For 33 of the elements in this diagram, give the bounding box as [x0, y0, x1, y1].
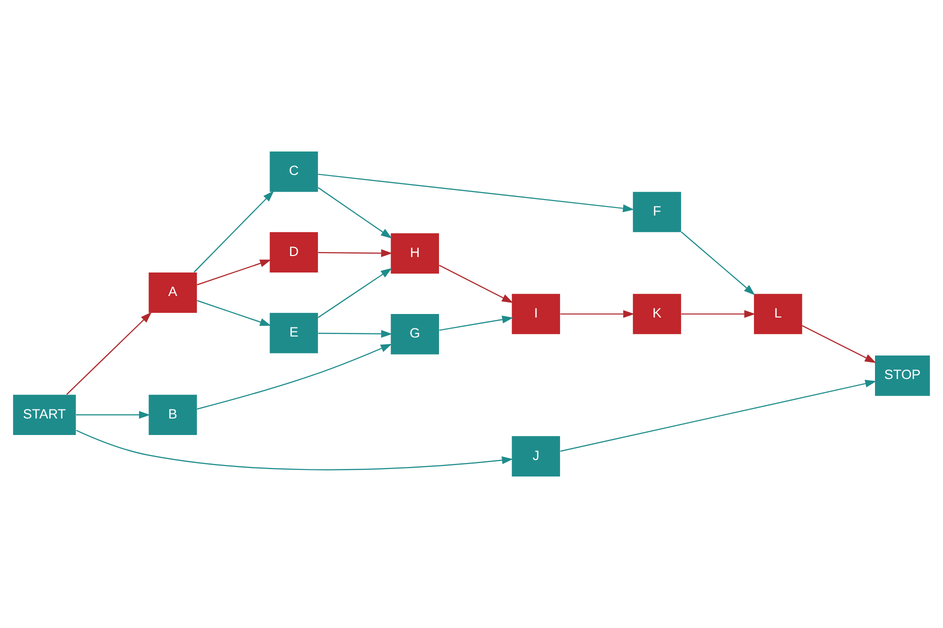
node-box: START	[13, 394, 76, 436]
node-box: I	[512, 294, 560, 334]
arrow	[196, 260, 272, 286]
arrow	[318, 268, 392, 318]
arrow	[439, 316, 514, 331]
arrow	[318, 249, 392, 258]
arrow	[681, 310, 756, 318]
node-box: L	[754, 294, 802, 334]
arrow	[802, 325, 876, 363]
node-box: C	[270, 151, 318, 192]
arrow	[438, 264, 514, 303]
arrow	[196, 344, 392, 410]
arrow	[318, 330, 392, 338]
arrow	[680, 231, 756, 296]
node-box: STOP	[875, 355, 930, 396]
arrow	[318, 187, 392, 239]
node-box: J	[512, 436, 560, 477]
node-box: A	[148, 272, 197, 313]
node-box: E	[270, 312, 318, 354]
arrow	[560, 380, 876, 452]
arrow	[76, 410, 150, 419]
arrow	[194, 190, 274, 273]
node-box: D	[270, 232, 318, 273]
node-box: K	[632, 294, 682, 334]
arrow	[76, 430, 514, 470]
arrow	[66, 312, 152, 395]
arrow	[560, 310, 634, 318]
node-box: G	[390, 314, 439, 354]
arrow	[196, 300, 272, 326]
node-box: H	[390, 233, 439, 274]
arrow	[318, 174, 634, 212]
node-box: B	[148, 394, 197, 436]
node-box: F	[632, 192, 682, 232]
